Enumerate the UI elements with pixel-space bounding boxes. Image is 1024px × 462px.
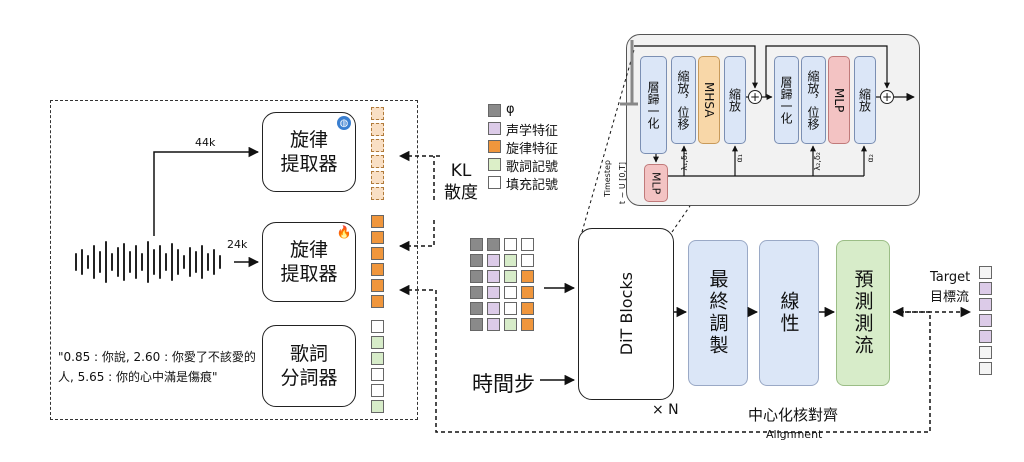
lyrics-text: "0.85 : 你說, 2.60 : 你愛了不該愛的 人, 5.65 : 你的心… [58,350,256,384]
token-square [371,295,384,308]
token-square [371,171,384,184]
token-square [979,266,992,279]
dit-blocks: DiT Blocks [578,228,674,400]
token-square [371,352,384,365]
grid-token-square [487,302,500,315]
legend-label: 旋律特征 [506,142,559,157]
linear-box: 線性 [759,240,819,386]
grid-token-square [487,270,500,283]
alignment-label-en: Alignment [766,428,823,441]
inset-alpha1: α₁ [735,154,744,163]
token-square [371,336,384,349]
inset-add-node-2: + [880,90,894,104]
token-square [371,247,384,260]
token-square [979,314,992,327]
token-square [979,282,992,295]
inset-scale2: 縮放 [854,56,876,144]
flow-prediction-box: 預測測流 [836,240,890,386]
target-label-zh: 目標流 [930,290,970,305]
legend-swatch [488,122,501,135]
token-square [979,330,992,343]
grid-token-square [521,302,534,315]
inset-scale-shift1: 縮放，位移 [671,56,696,144]
inset-mhsa: MHSA [698,56,720,144]
grid-token-square [521,286,534,299]
token-square [371,155,384,168]
token-square [371,368,384,381]
legend-swatch [488,158,501,171]
grid-token-square [487,318,500,331]
grid-token-square [504,270,517,283]
audio-waveform [75,241,221,283]
legend-label: φ [506,102,515,117]
final-modulation-box: 最終調製 [688,240,748,386]
grid-token-square [504,286,517,299]
legend-swatch [488,104,501,117]
grid-token-square [470,318,483,331]
token-square [979,298,992,311]
alignment-label-zh: 中心化核對齊 [748,406,839,424]
inset-scale1: 縮放 [724,56,746,144]
grid-token-square [470,286,483,299]
grid-token-square [470,302,483,315]
lyrics-tokenizer: 歌詞 分詞器 [262,325,356,407]
grid-token-square [521,270,534,283]
inset-scale-shift2: 縮放，位移 [801,56,826,144]
token-square [371,107,384,120]
legend-label: 声学特征 [506,124,559,139]
grid-token-square [470,238,483,251]
rate-44k: 44k [195,136,216,149]
grid-token-square [470,270,483,283]
legend-label: 歌詞記號 [506,160,559,175]
grid-token-square [504,254,517,267]
inset-norm2: 層歸一化 [774,56,799,144]
inset-mlp-cond: MLP [644,164,668,202]
inset-lambda2: λ₂,δ₂ [813,152,822,171]
token-square [371,279,384,292]
legend-swatch [488,176,501,189]
token-square [371,263,384,276]
legend-label: 填充記號 [506,178,559,193]
token-square [371,320,384,333]
inset-add-node-1: + [748,90,762,104]
token-square [371,400,384,413]
kl-divergence-label: KL 散度 [444,161,478,203]
fire-icon: 🔥 [336,225,352,239]
target-label-en: Target [930,270,971,285]
token-square [371,384,384,397]
grid-token-square [487,286,500,299]
inset-lambda1: λ₁,δ₁ [680,152,689,171]
grid-token-square [487,238,500,251]
token-square [371,187,384,200]
grid-token-square [521,238,534,251]
grid-token-square [504,318,517,331]
inset-norm1: 層歸一化 [640,56,667,154]
left-panel [50,100,418,420]
inset-timestep-label: Timestep [603,160,612,197]
rate-24k: 24k [227,238,248,251]
grid-token-square [470,254,483,267]
grid-token-square [504,302,517,315]
grid-token-square [504,238,517,251]
token-square [979,362,992,375]
grid-token-square [521,318,534,331]
inset-alpha2: α₂ [866,154,875,163]
token-square [371,123,384,136]
grid-token-square [487,254,500,267]
token-square [371,231,384,244]
token-square [371,139,384,152]
repeat-n-label: × N [652,402,679,418]
globe-icon: ◍ [337,116,351,130]
inset-t-distribution: t ~ U [0,T] [618,162,627,205]
legend-swatch [488,140,501,153]
inset-mlp-block: MLP [828,56,850,144]
timestep-label: 時間步 [472,372,535,396]
grid-token-square [521,254,534,267]
token-square [371,215,384,228]
token-square [979,346,992,359]
